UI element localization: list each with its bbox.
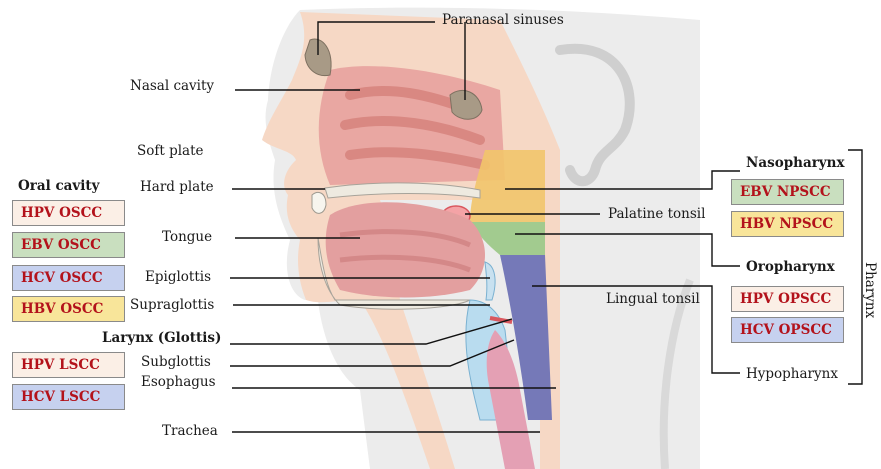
box-hcv-lscc: HCV LSCC [12, 384, 125, 410]
box-hcv-opscc: HCV OPSCC [731, 317, 844, 343]
label-subglottis: Subglottis [141, 354, 211, 370]
box-hpv-oscc: HPV OSCC [12, 200, 125, 226]
box-hpv-opscc: HPV OPSCC [731, 286, 844, 312]
label-epiglottis: Epiglottis [145, 269, 211, 285]
label-paranasal-sinuses: Paranasal sinuses [442, 12, 564, 28]
label-soft-plate: Soft plate [137, 143, 204, 159]
label-hard-plate: Hard plate [140, 179, 214, 195]
box-hbv-npscc: HBV NPSCC [731, 211, 844, 237]
label-pharynx: Pharynx [862, 262, 878, 318]
label-nasal-cavity: Nasal cavity [130, 78, 214, 94]
box-ebv-npscc: EBV NPSCC [731, 179, 844, 205]
label-trachea: Trachea [162, 423, 218, 439]
label-lingual-tonsil: Lingual tonsil [606, 291, 700, 307]
label-nasopharynx: Nasopharynx [746, 155, 845, 171]
box-hbv-oscc: HBV OSCC [12, 296, 125, 322]
label-oropharynx: Oropharynx [746, 259, 835, 275]
label-larynx-glottis: Larynx (Glottis) [102, 330, 221, 346]
pharynx-bracket [848, 150, 862, 384]
label-tongue: Tongue [162, 229, 212, 245]
box-hcv-oscc: HCV OSCC [12, 265, 125, 291]
tongue-shape [326, 202, 485, 297]
label-supraglottis: Supraglottis [130, 297, 214, 313]
oral-cavity-heading: Oral cavity [18, 178, 99, 194]
label-hypopharynx: Hypopharynx [746, 366, 838, 382]
box-hpv-lscc: HPV LSCC [12, 352, 125, 378]
label-palatine-tonsil: Palatine tonsil [608, 206, 705, 222]
label-esophagus: Esophagus [141, 374, 216, 390]
box-ebv-oscc: EBV OSCC [12, 232, 125, 258]
upper-teeth [312, 192, 326, 213]
